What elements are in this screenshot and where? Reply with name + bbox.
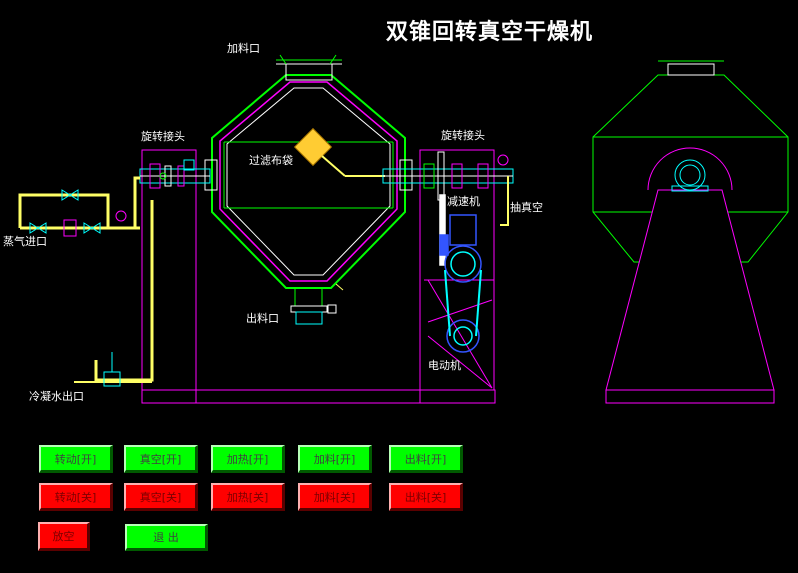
left-rotary-joint xyxy=(139,159,211,189)
filter-bag xyxy=(293,127,385,177)
reducer-and-motor xyxy=(439,194,482,353)
vacuum-off-button[interactable]: 真空[关] xyxy=(124,483,198,511)
feed-off-button[interactable]: 加料[关] xyxy=(298,483,372,511)
label-steam-inlet: 蒸气进口 xyxy=(3,235,47,248)
heat-on-button[interactable]: 加热[开] xyxy=(211,445,285,473)
steam-pipes xyxy=(18,176,154,383)
vacuum-pipe xyxy=(500,176,509,226)
label-filter-bag: 过滤布袋 xyxy=(249,154,293,167)
label-motor: 电动机 xyxy=(428,359,461,372)
feed-on-button[interactable]: 加料[开] xyxy=(298,445,372,473)
rotate-on-button[interactable]: 转动[开] xyxy=(39,445,113,473)
label-feed-port: 加料口 xyxy=(227,42,260,55)
rotate-off-button[interactable]: 转动[关] xyxy=(39,483,113,511)
label-discharge-port: 出料口 xyxy=(246,312,279,325)
label-condensate-outlet: 冷凝水出口 xyxy=(29,390,84,403)
page-title: 双锥回转真空干燥机 xyxy=(386,20,594,45)
label-rotary-joint-right: 旋转接头 xyxy=(441,129,485,142)
heat-off-button[interactable]: 加热[关] xyxy=(211,483,285,511)
discharge-port-bottom xyxy=(290,283,344,325)
support-frame xyxy=(141,149,496,404)
label-reducer: 减速机 xyxy=(447,195,480,208)
exit-button[interactable]: 退 出 xyxy=(125,524,208,551)
double-cone-vessel xyxy=(204,74,413,289)
label-rotary-joint-left: 旋转接头 xyxy=(141,130,185,143)
right-rotary-joint xyxy=(382,151,514,201)
vacuum-on-button[interactable]: 真空[开] xyxy=(124,445,198,473)
feed-port-top xyxy=(276,54,342,81)
discharge-off-button[interactable]: 出料[关] xyxy=(389,483,463,511)
vent-button[interactable]: 放空 xyxy=(38,522,90,551)
discharge-on-button[interactable]: 出料[开] xyxy=(389,445,463,473)
label-vacuum: 抽真空 xyxy=(510,201,543,214)
steam-valves xyxy=(29,189,127,387)
side-view xyxy=(592,60,789,404)
